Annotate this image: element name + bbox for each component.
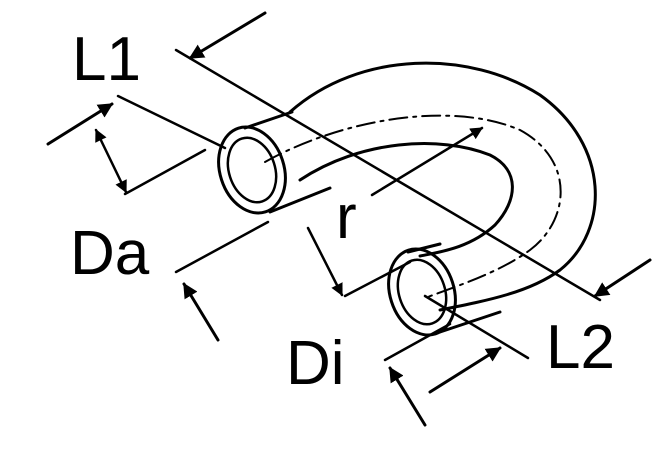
di-dimension-arrow [428,346,502,394]
radius-pointer [306,226,344,297]
da-dimension-arrow [94,128,128,194]
u-bend-tube-icon [217,61,597,337]
label-di: Di [286,329,345,398]
da-extension-top [116,94,227,150]
di-lead-arrow [388,366,427,427]
radius-arrow [370,126,484,197]
label-da: Da [70,219,150,288]
upper-leg-bottom-edge [268,186,332,214]
label-l2: L2 [546,313,615,382]
dimension-lines [46,11,652,427]
lower-tube-end-outer [387,247,457,337]
da-extension-left [123,148,207,196]
upper-tube-end-outer [217,125,287,215]
upper-tube-end-inner [226,136,278,204]
l2-arrow [593,258,652,298]
di-extension-left [383,322,452,362]
da-extension-bottom [174,220,270,274]
bend-inner-edge [298,142,514,258]
radius-base [343,260,412,298]
da-lead-in-arrow [46,102,114,146]
lower-tube-end-inner [396,258,448,326]
label-l1: L1 [72,25,141,94]
length-line [174,48,602,302]
label-r: r [336,183,357,252]
da-lead-out-arrow [182,282,220,342]
tube-centerline [264,114,562,299]
di-extension-right [423,294,530,360]
l1-arrow [188,11,267,60]
lower-leg-top-edge [406,242,442,254]
bend-outer-edge [288,61,597,312]
